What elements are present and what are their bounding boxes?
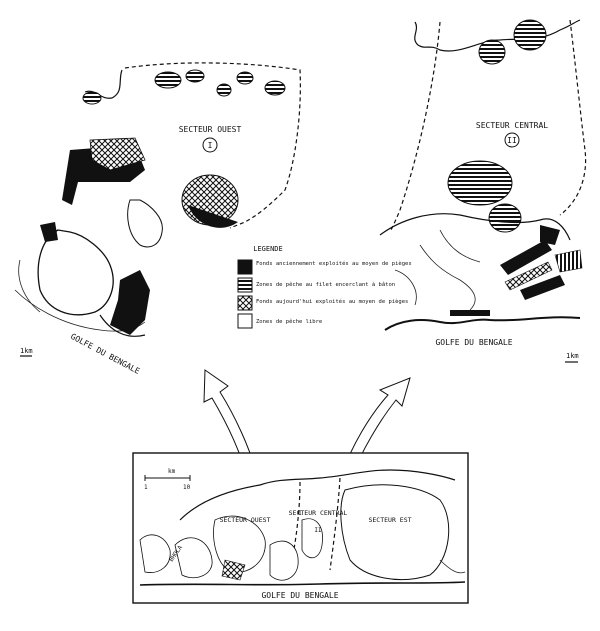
zone-boundary [124, 62, 301, 229]
sector-name-label: SECTEUR CENTRAL [476, 121, 548, 130]
svg-text:10: 10 [183, 484, 191, 491]
sector-number-label: I [208, 141, 213, 150]
net-fishing-zones [82, 69, 286, 105]
legend-title: LEGENDE [253, 245, 283, 253]
sea-label: GOLFE DU BENGALE [435, 338, 512, 347]
zone-boundary [389, 21, 441, 233]
overview-sea-label: GOLFE DU BENGALE [261, 591, 338, 600]
legend-label-2: Fonds aujourd'hui exploités au moyen de … [256, 298, 408, 305]
legend-label-0: Fonds anciennement exploités au moyen de… [256, 260, 412, 267]
current-trap-zone [89, 137, 146, 171]
overview-islands [139, 484, 466, 581]
net-fishing-zones [447, 19, 547, 233]
legend-label-3: Zones de pêche libre [256, 318, 322, 325]
sector-name-label: SECTEUR OUEST [179, 125, 242, 134]
legend-swatch-solid [237, 259, 253, 275]
overview-label-secteur-ouest: SECTEUR OUEST [220, 516, 271, 524]
svg-text:km: km [168, 468, 176, 475]
scale-bar: 1km [565, 352, 579, 363]
legend-swatch-hatch [237, 277, 253, 293]
north-coastline [414, 19, 581, 52]
overview-label-secteur-central: SECTEUR CENTRAL [289, 509, 348, 517]
svg-text:1: 1 [144, 484, 148, 491]
overview-scale: km 1 10 [144, 468, 191, 491]
svg-text:1km: 1km [566, 352, 579, 360]
overview-label-central-number: II [314, 527, 322, 534]
map-secteur-ouest: SECTEUR OUEST I GOLFE DU BENGALE 1km [14, 62, 301, 376]
overview-map: km 1 10 SECTEUR OUEST I SECTEUR CENTRAL … [132, 452, 469, 604]
sector-number-circle [504, 132, 520, 148]
overview-coastline [179, 469, 456, 521]
sea-label: GOLFE DU BENGALE [69, 332, 141, 376]
map-secteur-central: SECTEUR CENTRAL II GOLFE DU BENGALE 1km [379, 19, 587, 363]
sector-number-label: II [507, 136, 517, 145]
scale-bar: 1km [20, 347, 33, 357]
sector-number-circle [202, 137, 218, 153]
legend-label-1: Zones de pêche au filet encerclant à bât… [256, 281, 395, 288]
overview-label-ouest-number: I [298, 510, 302, 517]
legend: LEGENDE Fonds anciennement exploités au … [237, 245, 412, 329]
legend-swatch-cross [237, 295, 253, 311]
svg-text:1km: 1km [20, 347, 33, 355]
legend-swatch-empty [237, 313, 253, 329]
former-trap-zones [450, 225, 565, 316]
overview-label-secteur-est: SECTEUR EST [368, 516, 411, 524]
south-coastline [379, 213, 571, 241]
islands [14, 199, 163, 337]
